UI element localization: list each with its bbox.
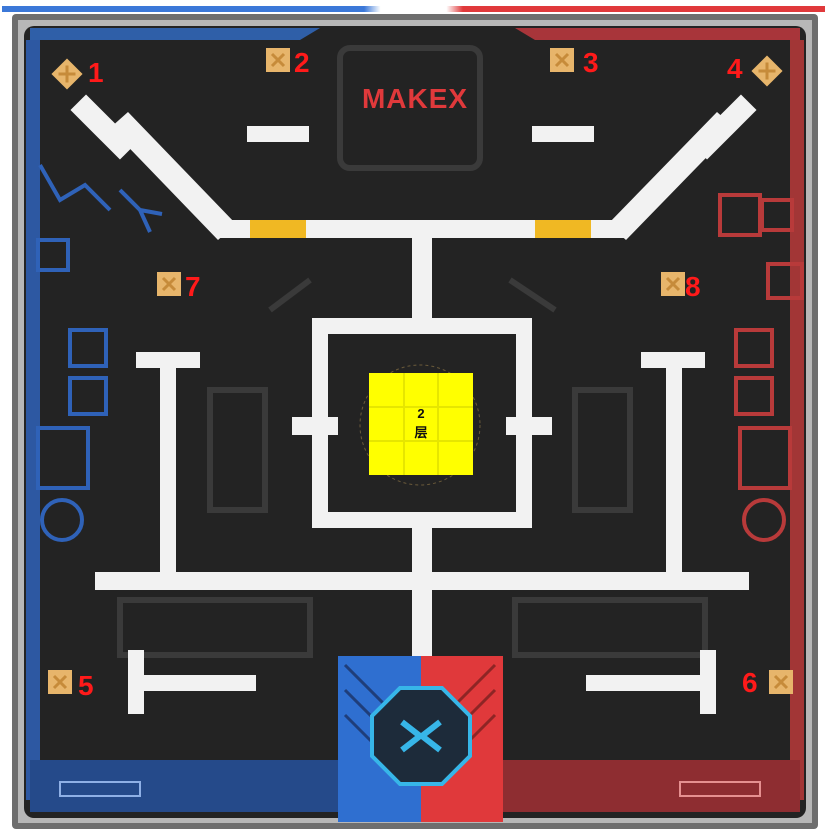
zone-number-2: 2 <box>294 47 310 78</box>
center-block-level-char: 层 <box>414 425 427 440</box>
yellow-line-left <box>250 220 306 238</box>
zone-number-1: 1 <box>88 57 104 88</box>
zone-number-7: 7 <box>185 271 201 302</box>
marker-7 <box>157 272 181 296</box>
center-block-level-number: 2 <box>417 406 424 421</box>
zone-number-8: 8 <box>685 271 701 302</box>
blue-bottom-bar <box>30 760 360 812</box>
zone-number-5: 5 <box>78 670 94 701</box>
top-team-strip <box>2 6 825 12</box>
yellow-line-right <box>535 220 591 238</box>
blue-side-accent <box>26 40 40 800</box>
zone-number-3: 3 <box>583 47 599 78</box>
blue-top-accent <box>30 28 320 40</box>
start-zone <box>338 656 503 822</box>
marker-2 <box>266 48 290 72</box>
marker-5 <box>48 670 72 694</box>
marker-3 <box>550 48 574 72</box>
makex-logo: MAKEX <box>362 83 468 114</box>
center-yellow-block <box>369 373 473 475</box>
marker-8 <box>661 272 685 296</box>
marker-6 <box>769 670 793 694</box>
zone-number-6: 6 <box>742 667 758 698</box>
red-top-accent <box>515 28 800 40</box>
zone-number-4: 4 <box>727 53 743 84</box>
red-bottom-bar <box>470 760 800 812</box>
